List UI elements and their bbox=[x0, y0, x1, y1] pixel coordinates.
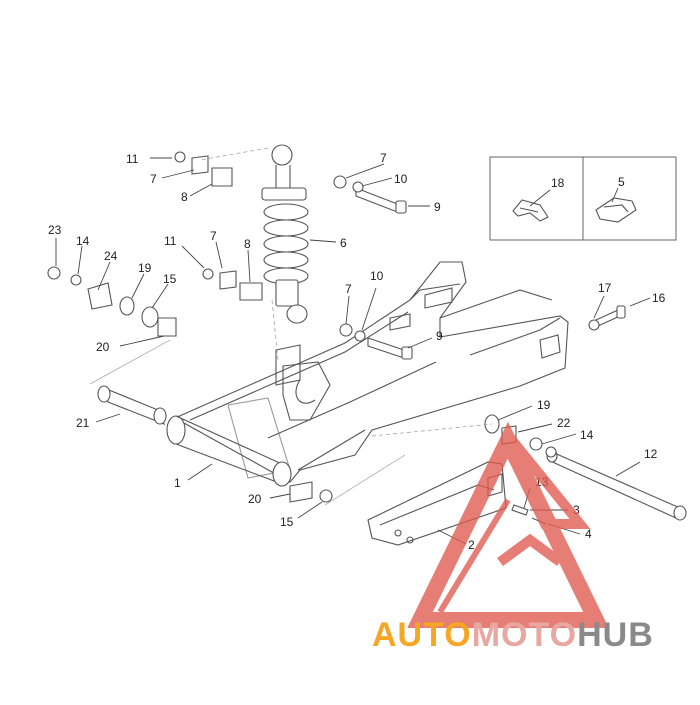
callout-19: 19 bbox=[138, 261, 152, 275]
callout-1: 1 bbox=[174, 476, 181, 490]
callout-9: 9 bbox=[436, 329, 443, 343]
bolts-part-9 bbox=[355, 187, 413, 360]
callout-2: 2 bbox=[468, 538, 475, 552]
callout-20: 20 bbox=[96, 340, 110, 354]
leader-lines bbox=[55, 157, 651, 545]
watermark-moto: MOTO bbox=[471, 616, 578, 654]
bolt-part-16 bbox=[588, 305, 626, 331]
callout-14: 14 bbox=[580, 428, 594, 442]
guide-lines bbox=[89, 147, 493, 506]
callout-18: 18 bbox=[551, 176, 565, 190]
callout-5: 5 bbox=[618, 175, 625, 189]
callout-9: 9 bbox=[434, 200, 441, 214]
callout-7: 7 bbox=[345, 282, 352, 296]
inset-box bbox=[489, 156, 677, 241]
watermark-logo bbox=[407, 421, 609, 628]
callout-11: 11 bbox=[126, 152, 139, 166]
callout-23: 23 bbox=[48, 223, 62, 237]
callout-7: 7 bbox=[210, 229, 217, 243]
callout-8: 8 bbox=[181, 190, 188, 204]
part-5-plate bbox=[595, 197, 637, 223]
watermark-text: AUTOMOTOHUB bbox=[372, 616, 654, 655]
callout-4: 4 bbox=[585, 527, 592, 541]
bushings-upper bbox=[174, 151, 366, 342]
callout-labels: 11 7 8 7 10 9 6 23 14 24 19 15 11 7 8 20… bbox=[48, 151, 666, 552]
shock-absorber-part-6 bbox=[261, 144, 309, 324]
callout-16: 16 bbox=[652, 291, 666, 305]
callout-22: 22 bbox=[557, 416, 571, 430]
callout-14: 14 bbox=[76, 234, 90, 248]
swing-arm-part-1 bbox=[166, 261, 569, 487]
bushings-left bbox=[47, 266, 177, 425]
callout-24: 24 bbox=[104, 249, 118, 263]
callout-12: 12 bbox=[644, 447, 658, 461]
watermark-auto: AUTO bbox=[372, 616, 472, 654]
callout-15: 15 bbox=[280, 515, 294, 529]
callout-21: 21 bbox=[76, 416, 90, 430]
callout-10: 10 bbox=[394, 172, 408, 186]
callout-7: 7 bbox=[150, 172, 157, 186]
callout-7: 7 bbox=[380, 151, 387, 165]
callout-10: 10 bbox=[370, 269, 384, 283]
callout-15: 15 bbox=[163, 272, 177, 286]
part-18-clip bbox=[512, 199, 549, 222]
callout-8: 8 bbox=[244, 237, 251, 251]
callout-20: 20 bbox=[248, 492, 262, 506]
callout-3: 3 bbox=[573, 503, 580, 517]
watermark-hub: HUB bbox=[577, 616, 654, 654]
callout-11: 11 bbox=[164, 234, 177, 248]
callout-17: 17 bbox=[598, 281, 612, 295]
callout-19: 19 bbox=[537, 398, 551, 412]
callout-6: 6 bbox=[340, 236, 347, 250]
